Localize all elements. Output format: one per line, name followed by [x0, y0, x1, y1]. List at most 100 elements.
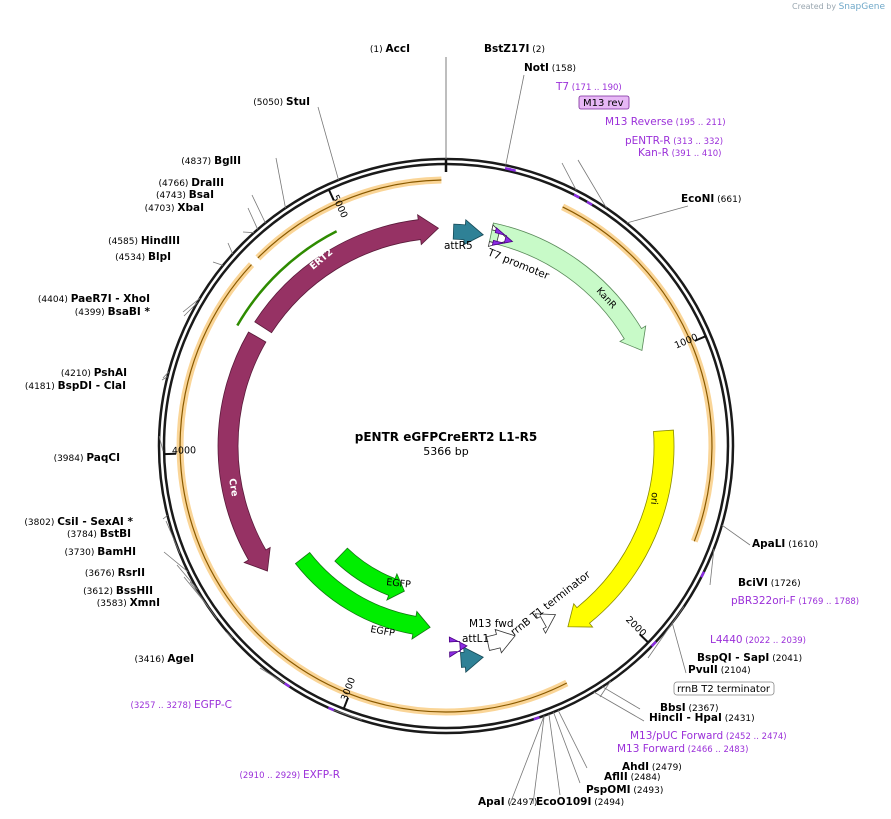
- primer-range: (2022 .. 2039): [743, 636, 806, 646]
- feature-label-rrnb-t2: rrnB T2 terminator: [677, 684, 771, 695]
- primer-label: Kan-R (391 .. 410): [638, 147, 721, 159]
- enzyme-position: (5050): [253, 98, 286, 108]
- primer-site-mark: [586, 200, 593, 206]
- plasmid-size: 5366 bp: [423, 445, 468, 458]
- primer-label: pENTR-R (313 .. 332): [625, 135, 723, 147]
- primer-site-mark: [283, 682, 291, 688]
- snapgene-credit: Created by SnapGene: [792, 2, 885, 12]
- enzyme-position: (3730): [64, 548, 97, 558]
- feature-label-rrnb-t1: rrnB T1 terminator: [508, 568, 593, 638]
- enzyme-name: HindIII: [141, 235, 180, 247]
- enzyme-position: (4399): [75, 308, 108, 318]
- leader-line: [162, 515, 168, 520]
- feature-arrow-m13-rev: [491, 227, 514, 246]
- feature-label-m13-fwd: M13 fwd: [469, 618, 514, 630]
- tick-mark: [638, 633, 649, 644]
- leader-line: [721, 524, 751, 546]
- enzyme-position: (3784): [67, 530, 100, 540]
- primer-label: (2910 .. 2929) EXFP-R: [240, 769, 340, 781]
- enzyme-name: PspOMI: [586, 784, 631, 796]
- leader-line: [593, 691, 645, 722]
- orf-top-line: [257, 179, 442, 259]
- leader-line: [225, 631, 233, 639]
- enzyme-label: HincII - HpaI (2431): [649, 712, 755, 724]
- tick-mark: [694, 335, 707, 342]
- feature-arrow-m13-fwd: [448, 636, 468, 658]
- tick-mark: [327, 189, 335, 201]
- enzyme-position: (661): [714, 195, 741, 205]
- leader-line: [709, 548, 715, 586]
- primer-name: T7: [555, 81, 569, 93]
- enzyme-label: BciVI (1726): [738, 577, 801, 589]
- feature-arrow-cre: [217, 331, 271, 572]
- leader-line: [509, 715, 545, 805]
- enzyme-label: (4399) BsaBI *: [75, 306, 151, 318]
- enzyme-label: ApaLI (1610): [752, 538, 818, 550]
- enzyme-name: PaqCI: [86, 452, 120, 464]
- enzyme-label: EcoO109I (2494): [536, 796, 624, 808]
- enzyme-name: NotI: [524, 62, 549, 74]
- leader-line: [162, 371, 170, 379]
- tick-mark: [342, 697, 349, 710]
- primer-name: M13 rev: [583, 98, 624, 109]
- leader-line: [183, 576, 209, 607]
- primer-name: L4440: [710, 634, 743, 646]
- leader-line: [163, 551, 189, 573]
- enzyme-label: (3676) RsrII: [85, 567, 145, 579]
- enzyme-name: PaeR7I - XhoI: [71, 293, 150, 305]
- enzyme-position: (2367): [686, 704, 719, 714]
- enzyme-name: BspQI - SapI: [697, 652, 769, 664]
- enzyme-position: (4210): [61, 369, 94, 379]
- primer-name: M13/pUC Forward: [630, 730, 723, 742]
- enzyme-name: EcoNI: [681, 193, 714, 205]
- enzyme-name: StuI: [286, 96, 310, 108]
- enzyme-label: BspQI - SapI (2041): [697, 652, 802, 664]
- primer-label: T7 (171 .. 190): [555, 81, 622, 93]
- leader-line: [251, 194, 266, 224]
- primer-range: (195 .. 211): [673, 118, 726, 128]
- enzyme-name: AhdI: [622, 761, 649, 773]
- feature-arrow-egfp-2: [294, 551, 431, 640]
- feature-arrow-kanr: [488, 222, 647, 351]
- leader-line: [317, 106, 339, 181]
- leader-line: [671, 622, 687, 674]
- enzyme-position: (2): [529, 45, 545, 55]
- leader-line: [227, 242, 234, 255]
- enzyme-position: (2479): [649, 763, 682, 773]
- primer-label: (3257 .. 3278) EGFP-C: [131, 699, 232, 711]
- enzyme-position: (3416): [135, 655, 168, 665]
- center-label: pENTR eGFPCreERT2 L1-R5 5366 bp: [355, 430, 537, 458]
- enzyme-label: (3784) BstBI: [67, 528, 131, 540]
- primer-label: M13 Reverse (195 .. 211): [605, 116, 726, 128]
- enzyme-label: BstZ17I (2): [484, 43, 545, 55]
- enzyme-position: (4743): [156, 191, 189, 201]
- enzyme-label: (4837) BglII: [181, 155, 241, 167]
- enzyme-label: (4766) DraIII: [159, 177, 225, 189]
- feature-arrow-rrnb-t1: [486, 628, 516, 654]
- leader-line: [176, 564, 198, 590]
- enzyme-label: (5050) StuI: [253, 96, 310, 108]
- enzyme-name: BstZ17I: [484, 43, 529, 55]
- leader-line: [577, 159, 607, 209]
- enzyme-position: (3676): [85, 569, 118, 579]
- primer-site-mark: [573, 193, 580, 199]
- enzyme-position: (1610): [785, 540, 818, 550]
- enzyme-name: BciVI: [738, 577, 768, 589]
- enzyme-position: (2041): [769, 654, 802, 664]
- primer-site-mark: [509, 168, 516, 172]
- enzyme-position: (4703): [145, 204, 178, 214]
- primer-site-mark: [533, 716, 540, 721]
- enzyme-label: (4534) BlpI: [115, 251, 171, 263]
- enzyme-position: (2493): [631, 786, 664, 796]
- enzyme-label: (4703) XbaI: [145, 202, 204, 214]
- primer-range: (391 .. 410): [669, 149, 722, 159]
- feature-arrow-ori: [567, 429, 675, 628]
- enzyme-label: (3802) CsiI - SexAI *: [24, 516, 133, 528]
- feature-arrows: [217, 213, 675, 673]
- enzyme-name: BamHI: [97, 546, 136, 558]
- enzyme-label: PspOMI (2493): [586, 784, 663, 796]
- primer-name: EXFP-R: [303, 769, 340, 781]
- primer-name: pBR322ori-F: [731, 595, 796, 607]
